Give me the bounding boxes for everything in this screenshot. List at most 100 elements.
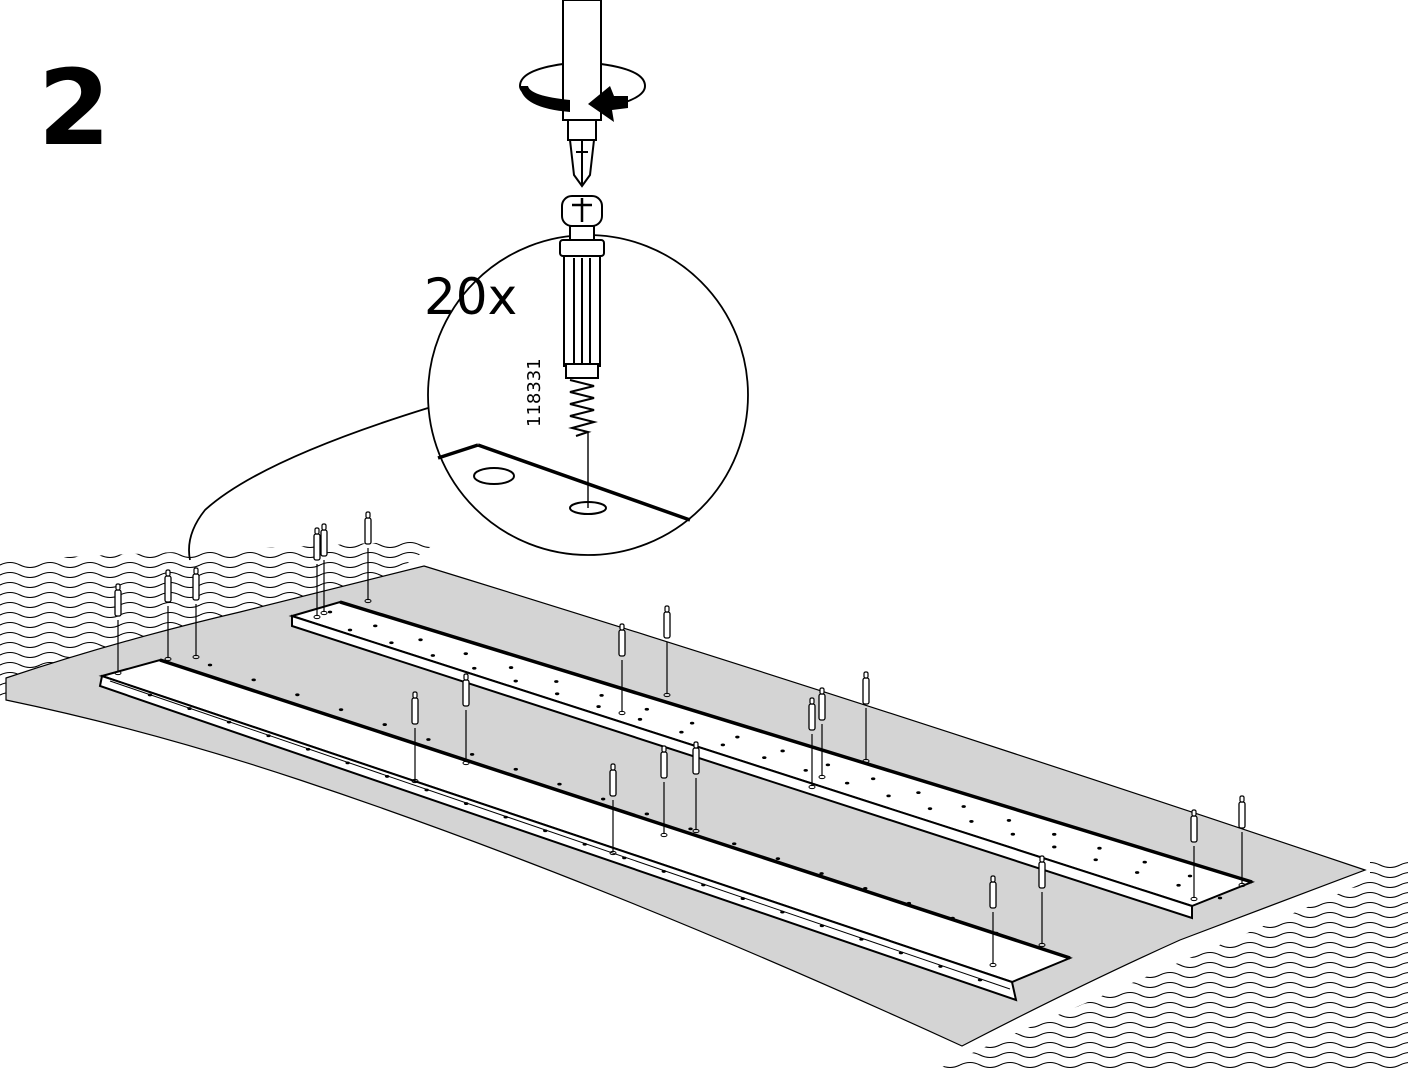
fastener-dowel [320, 523, 328, 616]
panel-hole [819, 872, 824, 875]
panel-hole [732, 842, 737, 846]
panel-hole [382, 723, 387, 726]
panel-hole [735, 735, 740, 739]
panel-hole [1093, 858, 1098, 862]
panel-hole [513, 679, 518, 683]
panel-hole [762, 756, 767, 760]
fastener-dowel [660, 745, 668, 838]
panel-hole [384, 775, 390, 778]
fastener-dowel [818, 687, 826, 780]
fastener-dowel [1190, 809, 1198, 902]
fastener-dowel [313, 527, 321, 620]
panel-hole [463, 802, 469, 805]
panel-hole [1052, 832, 1057, 836]
fastener-dowel [618, 623, 626, 716]
panel-hole [554, 692, 560, 696]
panel-hole [373, 624, 378, 628]
panel-hole [916, 791, 921, 795]
step-number: 2 [38, 47, 111, 169]
panel-hole [969, 820, 974, 823]
panel-hole [803, 768, 808, 772]
panel-hole [251, 678, 256, 682]
panel-hole [661, 870, 667, 873]
panel-hole [513, 767, 518, 771]
fastener-dowel [808, 697, 816, 790]
panel-left [98, 658, 1073, 1002]
panel-hole [596, 705, 601, 708]
panel-holes [147, 610, 1223, 982]
panel-hole [426, 738, 431, 741]
panel-hole [582, 842, 587, 846]
panel-hole [147, 693, 153, 697]
panel-hole [950, 916, 955, 920]
panel-hole [424, 788, 429, 792]
panel-hole [644, 812, 650, 816]
panel-hole [503, 815, 508, 819]
panel-hole [906, 901, 912, 905]
callout-leader [188, 407, 429, 561]
cam-lock-dowel-icon [559, 195, 605, 437]
panel-hole [338, 708, 344, 712]
panel-hole [543, 829, 548, 833]
fastener-dowel [692, 741, 700, 834]
panel-hole [1187, 874, 1193, 878]
panel-hole [644, 707, 650, 711]
panel-hole [819, 924, 825, 928]
fastener-dowel [462, 673, 470, 766]
panel-hole [472, 666, 477, 670]
panel-hole [1097, 846, 1102, 850]
fastener-dowel [1038, 855, 1046, 948]
panel-hole [599, 693, 604, 697]
fastener-dowel [364, 511, 372, 604]
panel-hole [720, 743, 726, 747]
panel-hole [266, 734, 271, 738]
panel-hole [1134, 871, 1140, 874]
fastener-dowels [114, 511, 1246, 968]
panel-hole [977, 978, 983, 982]
protective-mat [5, 565, 1367, 1047]
panel-hole [469, 752, 475, 756]
panel-hole [637, 717, 643, 721]
panel-hole [295, 693, 300, 697]
panel-hole [430, 654, 436, 657]
part-number-label: 118331 [524, 358, 545, 427]
panel-hole [886, 794, 891, 798]
panel-hole [187, 707, 192, 710]
quantity-label: 20x [424, 268, 518, 326]
fastener-dowel [862, 671, 870, 764]
panel-hole [347, 628, 353, 632]
fastener-dowel [609, 763, 617, 856]
clockwise-rotation-arrow-icon [518, 63, 647, 122]
panel-hole [1010, 832, 1016, 836]
panel-hole [689, 721, 695, 725]
panel-hole [1176, 883, 1181, 887]
panel-hole [1006, 819, 1012, 822]
panel-hole [679, 730, 684, 734]
panel-hole [863, 887, 868, 890]
panel-hole [1052, 845, 1057, 849]
panel-hole [463, 652, 468, 656]
panel-hole [389, 641, 394, 645]
panel-hole [844, 781, 850, 785]
fastener-dowel [663, 605, 671, 698]
panel-hole [898, 951, 904, 955]
panel-hole [1037, 946, 1043, 950]
panel-hole [327, 610, 333, 614]
fastener-dowel [411, 691, 419, 784]
fastener-dowel [1238, 795, 1246, 888]
panel-hole [1142, 860, 1147, 864]
panel-hole [622, 856, 627, 860]
panel-hole [688, 827, 693, 831]
panel-hole [780, 910, 785, 914]
fastener-dowel [164, 569, 172, 662]
panel-hole [600, 797, 606, 801]
panel-hole [740, 897, 746, 900]
detail-callout [188, 234, 749, 561]
panel-hole [859, 937, 864, 941]
panel-hole [418, 638, 423, 642]
phillips-screwdriver-icon [562, 0, 602, 188]
panel-hole [825, 763, 831, 767]
panel-hole [701, 883, 706, 887]
panel-hole [557, 782, 562, 786]
